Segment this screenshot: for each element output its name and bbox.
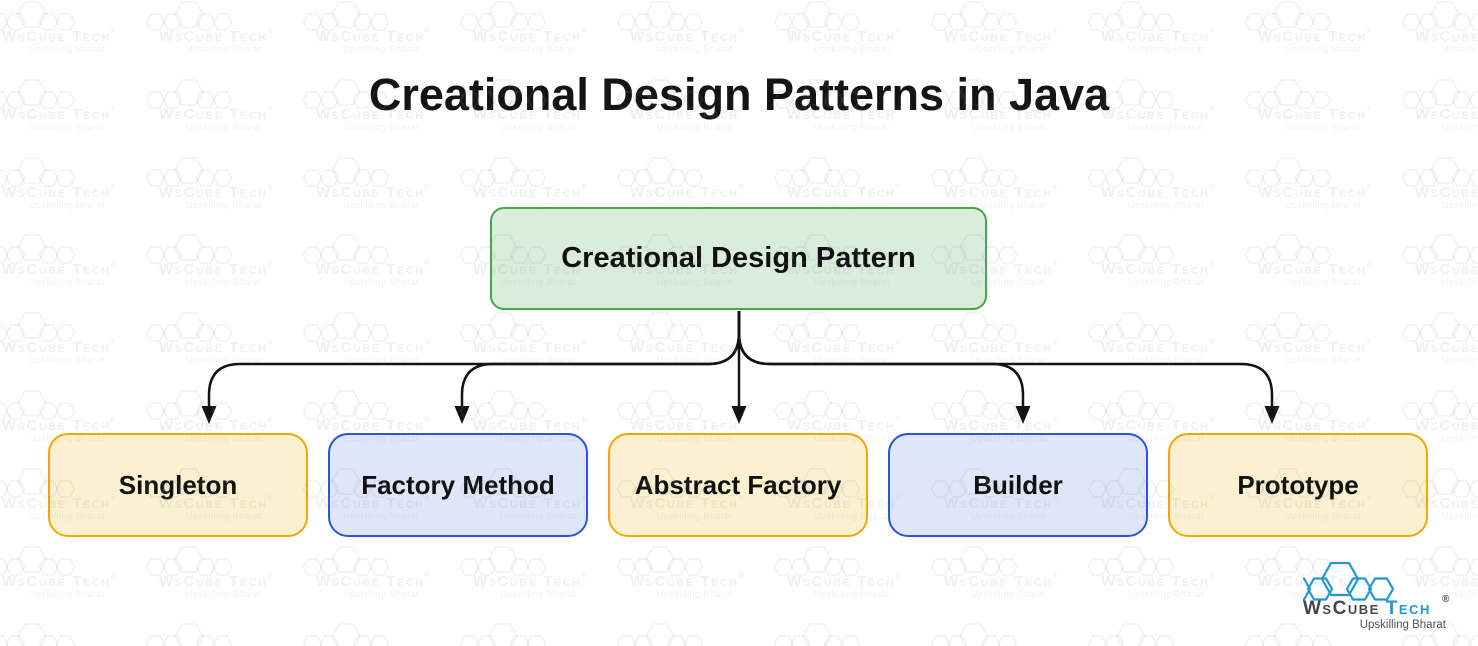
- node-prototype: Prototype: [1168, 433, 1428, 537]
- logo-wordmark-wscube: WsCube: [1303, 598, 1380, 619]
- logo-registered-mark: ®: [1442, 594, 1450, 605]
- connector-to-factory-method: [460, 311, 741, 407]
- logo-wordmark-tech: Tech: [1386, 598, 1431, 619]
- arrowhead-abstract-factory: [731, 406, 747, 424]
- node-abstract-factory: Abstract Factory: [608, 433, 868, 537]
- pattern-children-row: Singleton Factory Method Abstract Factor…: [48, 433, 1428, 537]
- page-title: Creational Design Patterns in Java: [368, 69, 1110, 120]
- connector-to-builder: [737, 311, 1025, 407]
- arrowhead-prototype: [1264, 406, 1280, 424]
- arrowhead-singleton: [201, 406, 217, 424]
- arrowhead-builder: [1015, 406, 1031, 424]
- wscube-tech-logo: WsCube Tech ® Upskilling Bharat: [1303, 562, 1450, 631]
- logo-wordmark: WsCube Tech: [1303, 598, 1431, 619]
- node-builder: Builder: [888, 433, 1148, 537]
- arrowhead-factory-method: [454, 406, 470, 424]
- logo-tagline: Upskilling Bharat: [1360, 619, 1447, 631]
- node-factory-method: Factory Method: [328, 433, 588, 537]
- hexagon-cluster-icon: [1303, 562, 1395, 601]
- node-singleton: Singleton: [48, 433, 308, 537]
- connector-to-prototype: [737, 311, 1274, 407]
- connector-to-singleton: [207, 311, 741, 407]
- node-creational-design-pattern: Creational Design Pattern: [490, 207, 987, 310]
